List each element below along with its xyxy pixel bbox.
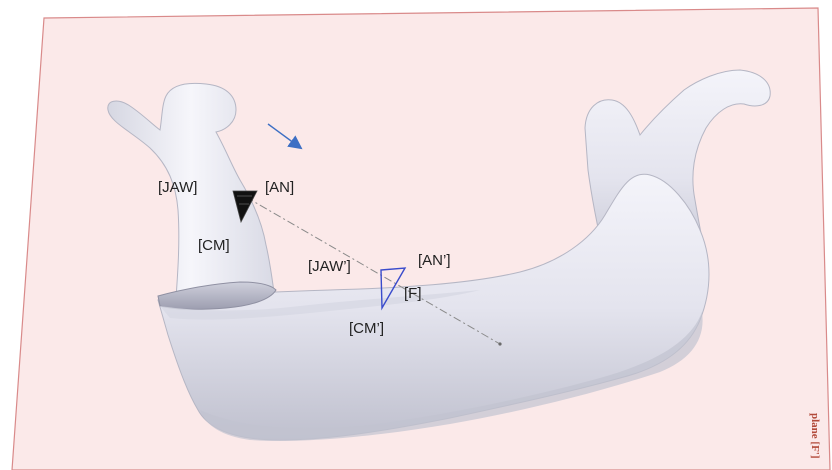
axis-end-point [498, 342, 501, 345]
label-cm-prime: [CM’] [349, 320, 384, 337]
label-cm: [CM] [198, 237, 230, 254]
label-an: [AN] [265, 179, 294, 196]
label-an-prime: [AN’] [418, 252, 451, 269]
label-jaw-prime: [JAW’] [308, 258, 351, 275]
label-f: [F] [404, 285, 422, 302]
plane-label: plane [F'] [809, 413, 821, 459]
label-jaw: [JAW] [158, 179, 197, 196]
